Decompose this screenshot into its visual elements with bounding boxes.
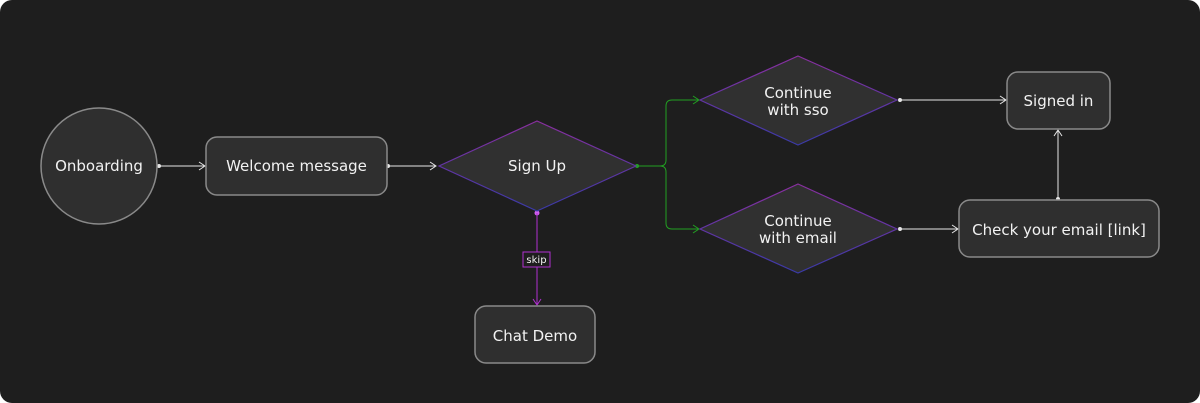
node-continue-with-email-label-2: with email [759, 229, 837, 247]
node-signed-in-label: Signed in [1024, 92, 1094, 110]
node-chat-demo-label: Chat Demo [493, 327, 577, 345]
edge-welcome-to-signup [386, 161, 437, 171]
node-check-your-email[interactable]: Check your email [link] [958, 199, 1160, 258]
node-onboarding[interactable]: Onboarding [40, 107, 158, 225]
node-continue-with-sso-label-1: Continue [764, 84, 831, 102]
edge-email-to-check-email [898, 224, 959, 234]
node-continue-with-email[interactable]: Continue with email [698, 183, 899, 274]
edge-label-skip-text: skip [526, 255, 546, 266]
edge-onboarding-to-welcome [157, 161, 206, 171]
edge-label-skip: skip [522, 251, 551, 268]
node-continue-with-email-label-1: Continue [764, 212, 831, 230]
node-continue-with-sso-label-2: with sso [767, 101, 828, 119]
node-chat-demo[interactable]: Chat Demo [474, 305, 596, 364]
node-check-your-email-label: Check your email [link] [972, 221, 1146, 239]
node-onboarding-label: Onboarding [55, 157, 143, 175]
node-sign-up[interactable]: Sign Up [437, 120, 638, 212]
edge-sso-to-signed-in [898, 95, 1007, 105]
edge-signup-to-email [659, 165, 700, 234]
node-welcome-message-label: Welcome message [226, 157, 367, 175]
edge-signup-to-sso [635, 95, 700, 168]
edge-check-email-to-signed-in [1053, 129, 1063, 201]
node-signed-in[interactable]: Signed in [1006, 71, 1111, 130]
node-sign-up-label: Sign Up [508, 157, 566, 175]
node-welcome-message[interactable]: Welcome message [205, 136, 388, 196]
node-continue-with-sso[interactable]: Continue with sso [698, 55, 899, 146]
